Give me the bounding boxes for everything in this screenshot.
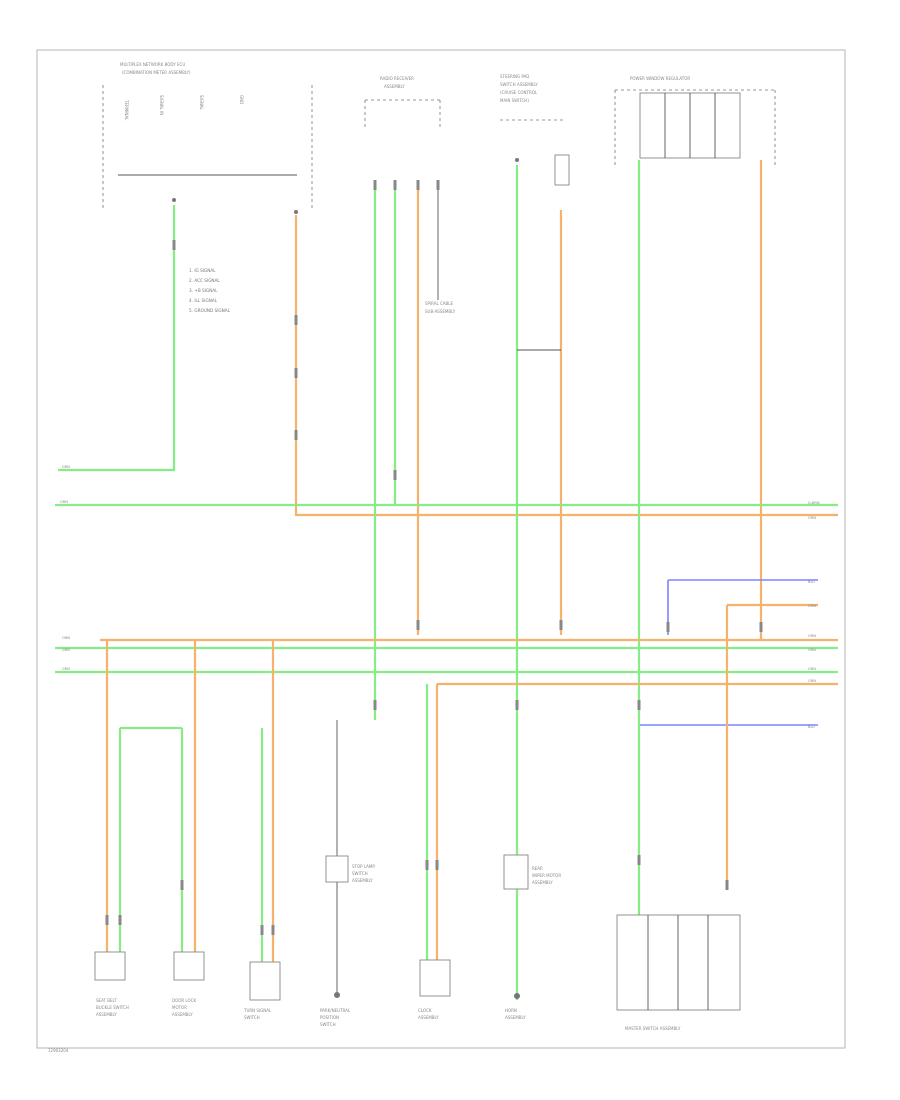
svg-text:ORN: ORN [808, 679, 816, 683]
svg-text:HORN: HORN [505, 1008, 517, 1013]
rear-wiper-motor: REAR WIPER MOTOR ASSEMBLY HORN ASSEMBLY [503, 854, 561, 1020]
svg-text:GRN: GRN [62, 465, 70, 469]
bus-lines [55, 503, 838, 970]
svg-text:SEAT BELT: SEAT BELT [96, 998, 117, 1003]
bus-end-labels: G-BRN ORN BLU ORN ORN GRN GRN ORN BLU GR… [60, 465, 820, 729]
radio-receiver-block: RADIO RECEIVER ASSEMBLY [364, 76, 441, 190]
svg-text:MOTOR: MOTOR [172, 1005, 187, 1010]
legend-item-4: 4. ILL SIGNAL [189, 298, 218, 303]
svg-text:TURN SIGNAL: TURN SIGNAL [243, 1008, 272, 1013]
svg-text:BLU: BLU [808, 725, 815, 729]
svg-text:ORN: ORN [62, 636, 70, 640]
steering-pad-block: STEERING PAD SWITCH ASSEMBLY (CRUISE CON… [500, 74, 570, 186]
svg-text:SUB-ASSEMBLY: SUB-ASSEMBLY [425, 309, 456, 314]
ecu-label: MULTIPLEX NETWORK BODY ECU [120, 62, 185, 67]
svg-text:CLOCK: CLOCK [418, 1008, 432, 1013]
svg-text:GND: GND [239, 95, 244, 104]
svg-text:GRN: GRN [62, 648, 70, 652]
svg-text:ORN: ORN [808, 604, 816, 608]
legend-item-5: 5. GROUND SIGNAL [189, 308, 231, 313]
signal-legend: 1. IG SIGNAL 2. ACC SIGNAL 3. +B SIGNAL … [189, 268, 231, 313]
svg-text:SWITCH: SWITCH [320, 1022, 336, 1027]
svg-text:ASSEMBLY: ASSEMBLY [418, 1015, 439, 1020]
svg-text:SWITCH: SWITCH [352, 871, 368, 876]
svg-text:MASTER SWITCH ASSEMBLY: MASTER SWITCH ASSEMBLY [625, 1026, 681, 1031]
ecu-sub-label: (COMBINATION METER ASSEMBLY) [122, 70, 191, 75]
legend-item-2: 2. ACC SIGNAL [189, 278, 220, 283]
svg-text:ASSEMBLY: ASSEMBLY [172, 1012, 193, 1017]
svg-text:POSITION: POSITION [320, 1015, 339, 1020]
svg-text:DOOR LOCK: DOOR LOCK [172, 998, 196, 1003]
svg-text:MAIN SWITCH): MAIN SWITCH) [500, 98, 529, 103]
lower-wires [105, 640, 429, 995]
svg-text:ORN: ORN [808, 634, 816, 638]
diagram-frame [36, 49, 846, 1049]
svg-text:ASSEMBLY: ASSEMBLY [96, 1012, 117, 1017]
svg-text:WIPER MOTOR: WIPER MOTOR [532, 873, 561, 878]
svg-text:REAR: REAR [532, 866, 543, 871]
steering-pad-label: STEERING PAD [500, 74, 529, 79]
svg-text:SIGNAL: SIGNAL [199, 95, 204, 111]
svg-text:PARK/NEUTRAL: PARK/NEUTRAL [320, 1008, 351, 1013]
spiral-cable-label: SPIRAL CABLE [425, 301, 453, 306]
svg-text:STOP LAMP: STOP LAMP [352, 864, 375, 869]
svg-text:SIGNAL IN: SIGNAL IN [159, 95, 164, 115]
multiplex-network-ecu-block: MULTIPLEX NETWORK BODY ECU (COMBINATION … [102, 62, 313, 214]
svg-text:ASSEMBLY: ASSEMBLY [384, 84, 405, 89]
window-master-switch-bottom: MASTER SWITCH ASSEMBLY [616, 914, 741, 1031]
svg-text:SWITCH: SWITCH [244, 1015, 260, 1020]
combination-switch: TURN SIGNAL SWITCH [243, 961, 281, 1020]
svg-text:GRN: GRN [62, 667, 70, 671]
door-lock-motor: DOOR LOCK MOTOR ASSEMBLY [172, 951, 205, 1017]
svg-text:BUCKLE SWITCH: BUCKLE SWITCH [96, 1005, 129, 1010]
svg-text:TERMINAL: TERMINAL [124, 99, 129, 121]
legend-item-3: 3. +B SIGNAL [189, 288, 218, 293]
svg-text:GRN: GRN [808, 648, 816, 652]
svg-text:ASSEMBLY: ASSEMBLY [505, 1015, 526, 1020]
svg-text:ASSEMBLY: ASSEMBLY [532, 880, 553, 885]
window-regulator-block: POWER WINDOW REGULATOR [614, 76, 776, 165]
figure-id: 12903204 [48, 1048, 69, 1053]
svg-text:(CRUISE CONTROL: (CRUISE CONTROL [500, 90, 538, 95]
svg-text:BLU: BLU [808, 580, 815, 584]
stop-lamp-switch: STOP LAMP SWITCH ASSEMBLY PARK/NEUTRAL P… [320, 855, 375, 1027]
seat-belt-switch: SEAT BELT BUCKLE SWITCH ASSEMBLY [94, 951, 129, 1017]
svg-text:SWITCH ASSEMBLY: SWITCH ASSEMBLY [500, 82, 538, 87]
legend-item-1: 1. IG SIGNAL [189, 268, 216, 273]
svg-text:ASSEMBLY: ASSEMBLY [352, 878, 373, 883]
radio-receiver-label: RADIO RECEIVER [380, 76, 414, 81]
window-regulator-label: POWER WINDOW REGULATOR [630, 76, 690, 81]
svg-text:GRN: GRN [60, 500, 68, 504]
svg-text:ORN: ORN [808, 516, 816, 520]
connector-marks [105, 240, 763, 935]
svg-text:G-BRN: G-BRN [808, 501, 820, 505]
clock-assembly: CLOCK ASSEMBLY [418, 959, 451, 1020]
svg-text:GRN: GRN [808, 667, 816, 671]
